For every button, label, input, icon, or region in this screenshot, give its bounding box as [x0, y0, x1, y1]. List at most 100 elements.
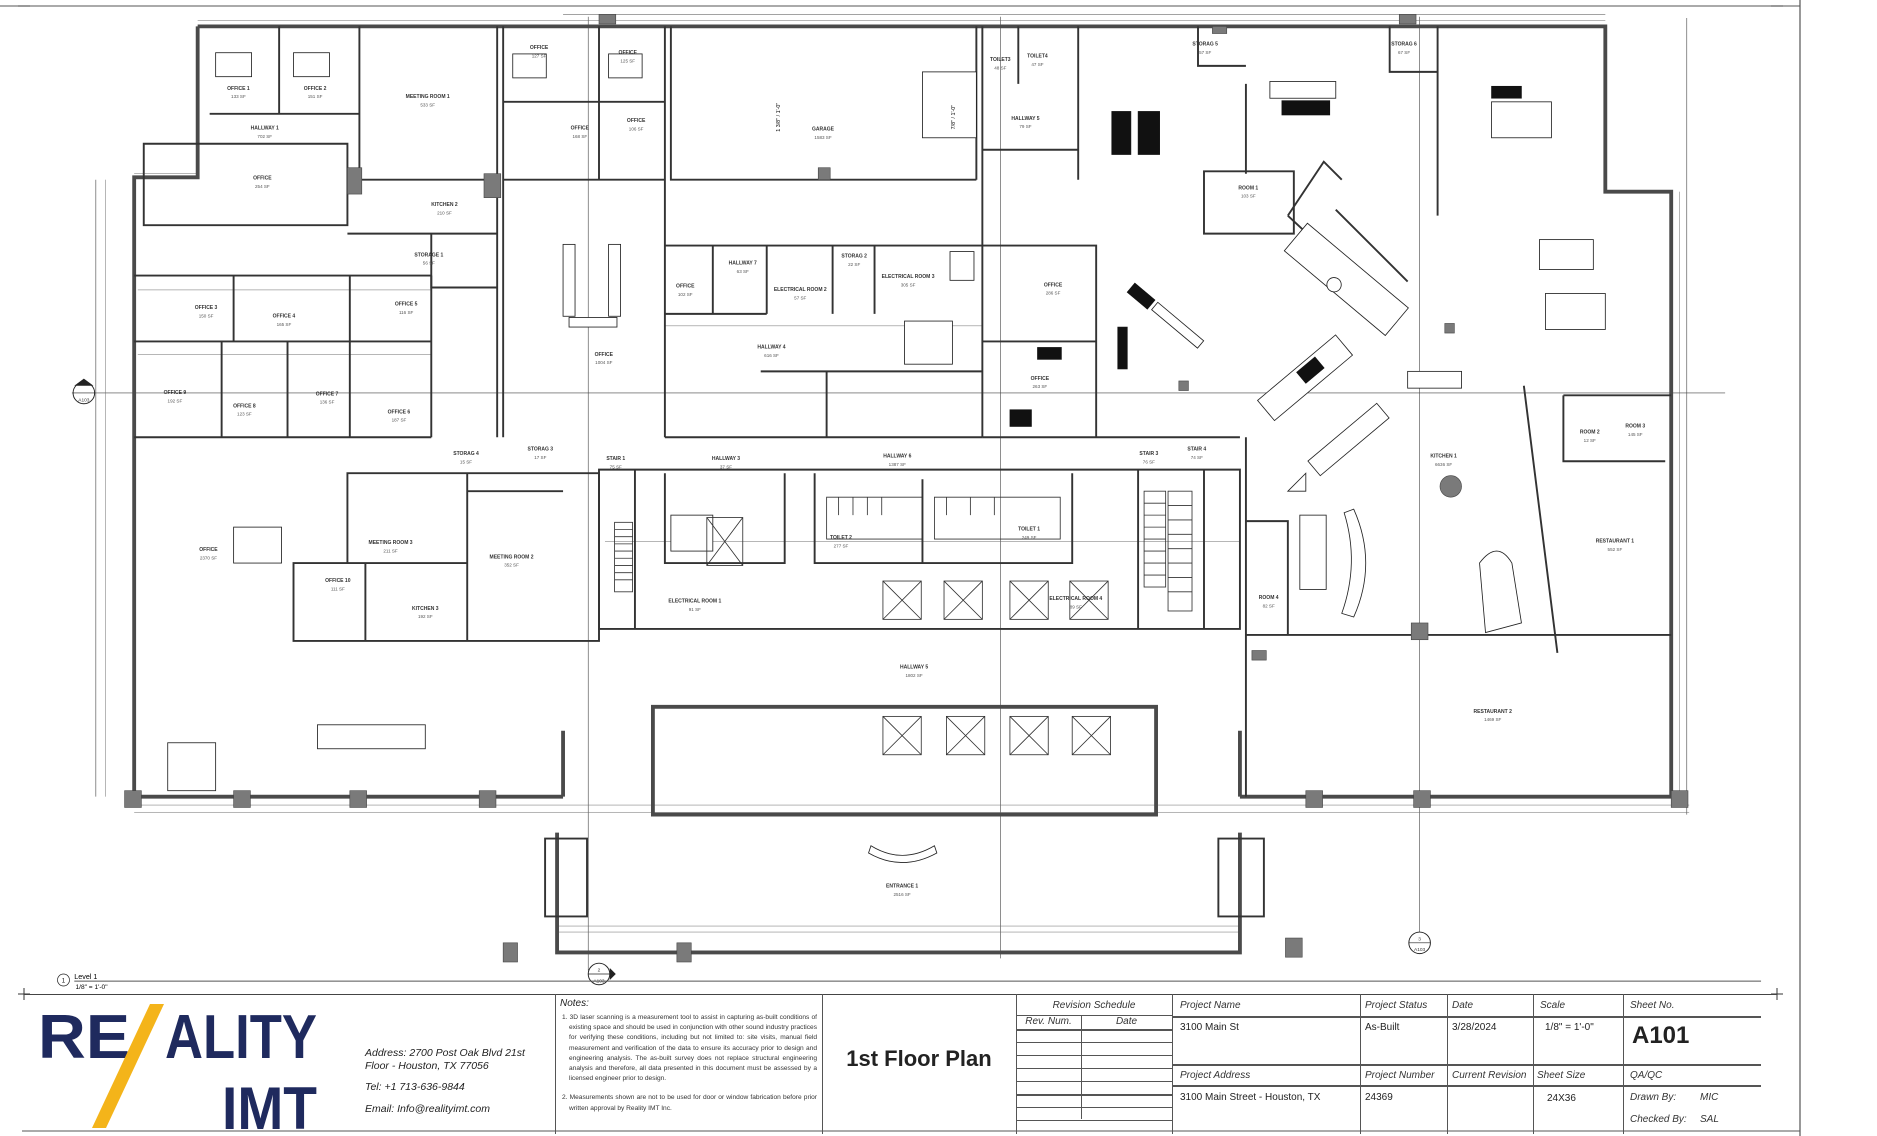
room-area: 2516 SF: [893, 892, 910, 897]
room-area: 165 SF: [277, 322, 292, 327]
room-name: OFFICE 2: [304, 86, 327, 92]
scale-value: 1/8" = 1'-0": [1545, 1022, 1594, 1033]
room-name: OFFICE: [253, 176, 272, 182]
room-name: ROOM 4: [1259, 595, 1279, 601]
notes-box: Notes: 1. 3D laser scanning is a measure…: [560, 998, 817, 1123]
room-name: OFFICE 9: [164, 390, 187, 396]
note-item: 2. Measurements shown are not to be used…: [562, 1094, 817, 1112]
room-area: 67 SF: [1398, 50, 1410, 55]
room-name: OFFICE 8: [233, 403, 256, 409]
room-area: 17 SF: [534, 455, 546, 460]
section-marker-a[interactable]: A103: [72, 378, 96, 405]
room-area: 286 SF: [1046, 291, 1061, 296]
interior-walls: [134, 26, 1672, 918]
room-label: GARAGE 1583 SF: [812, 127, 835, 140]
room-name: STORAG 2: [841, 254, 867, 260]
view-title: 1 Level 1 1/8" = 1'-0": [57, 973, 1762, 991]
room-area: 187 SF: [392, 418, 407, 423]
room-name: HALLWAY 5: [1011, 116, 1039, 122]
room-name: OFFICE: [199, 547, 218, 553]
address-line-1: Address: 2700 Post Oak Blvd 21st: [365, 1047, 525, 1059]
room-label: STORAG 3 17 SF: [528, 446, 554, 459]
sheet-size-value: 24X36: [1547, 1093, 1576, 1104]
room-name: OFFICE: [619, 50, 638, 56]
room-label: STORAG 557 SF: [1192, 42, 1218, 55]
room-area: 106 SF: [629, 127, 644, 132]
room-area: 102 SF: [678, 292, 693, 297]
room-area: 168 SF: [572, 134, 587, 139]
grid-lines: [71, 14, 1726, 971]
scale-label: Scale: [1540, 1000, 1566, 1011]
room-area: 12 SF: [1584, 438, 1596, 443]
room-name: STORAG 3: [528, 446, 554, 452]
room-name: OFFICE 5: [395, 301, 418, 307]
room-label: ELECTRICAL ROOM 489 SF: [1049, 596, 1102, 609]
room-area: 74 SF: [1191, 455, 1203, 460]
room-label: ROOM 482 SF: [1259, 595, 1279, 608]
room-area: 75 SF: [610, 464, 622, 469]
section-marker-num: 2: [598, 968, 601, 974]
company-email[interactable]: Email: Info@realityimt.com: [365, 1103, 491, 1115]
room-area: 1802 SF: [905, 673, 922, 678]
room-area: 57 SF: [1199, 50, 1211, 55]
logo-slash: [92, 1004, 164, 1128]
room-area: 89 SF: [1070, 605, 1082, 610]
room-name: ENTRANCE 1: [886, 884, 918, 890]
room-name: MEETING ROOM 2: [490, 554, 534, 560]
room-name: HALLWAY 3: [712, 456, 740, 462]
room-area: 702 SF: [257, 134, 272, 139]
room-area: 552 SF: [1608, 547, 1623, 552]
room-area: 1583 SF: [814, 135, 831, 140]
project-status-value: As-Built: [1365, 1022, 1400, 1033]
room-area: 37 SF: [720, 464, 732, 469]
sheet-no-value: A101: [1632, 1022, 1690, 1049]
date-value: 3/28/2024: [1452, 1022, 1497, 1033]
room-area: 277 SF: [834, 543, 849, 548]
room-label: OFFICE 1004 SF: [595, 352, 614, 365]
room-name: TOILET3: [990, 57, 1011, 63]
project-address-value: 3100 Main Street - Houston, TX: [1180, 1092, 1321, 1103]
room-name: GARAGE: [812, 127, 835, 133]
room-name: OFFICE 3: [195, 305, 218, 311]
room-area: 47 SF: [1031, 62, 1043, 67]
current-revision-label: Current Revision: [1452, 1070, 1527, 1081]
room-name: STAIR 1: [606, 456, 625, 462]
room-area: 91 SF: [689, 607, 701, 612]
room-name: OFFICE 1: [227, 86, 250, 92]
room-area: 210 SF: [437, 210, 452, 215]
furniture: [167, 52, 1606, 863]
company-address: Address: 2700 Post Oak Blvd 21st Floor -…: [365, 1047, 525, 1073]
section-marker-ref: A103: [78, 397, 90, 403]
sheet-no-label: Sheet No.: [1630, 1000, 1675, 1011]
room-label: OFFICE 106 SF: [627, 118, 646, 131]
checked-by-value: SAL: [1700, 1114, 1719, 1125]
room-name: OFFICE: [595, 352, 614, 358]
room-name: STAIR 3: [1139, 451, 1158, 457]
room-area: 6636 SF: [1435, 462, 1452, 467]
project-number-label: Project Number: [1365, 1070, 1435, 1081]
slope-annotation: 1 3/8" / 1'-0": [776, 103, 782, 132]
room-name: TOILET4: [1027, 54, 1048, 60]
room-name: ELECTRICAL ROOM 1: [668, 599, 721, 605]
room-area: 616 SF: [764, 353, 779, 358]
exterior-walls: [132, 24, 1674, 955]
room-name: RESTAURANT 2: [1474, 709, 1513, 715]
room-area: 1004 SF: [595, 360, 612, 365]
room-name: OFFICE: [627, 118, 646, 124]
section-marker-3[interactable]: 3 A103: [1408, 931, 1431, 955]
